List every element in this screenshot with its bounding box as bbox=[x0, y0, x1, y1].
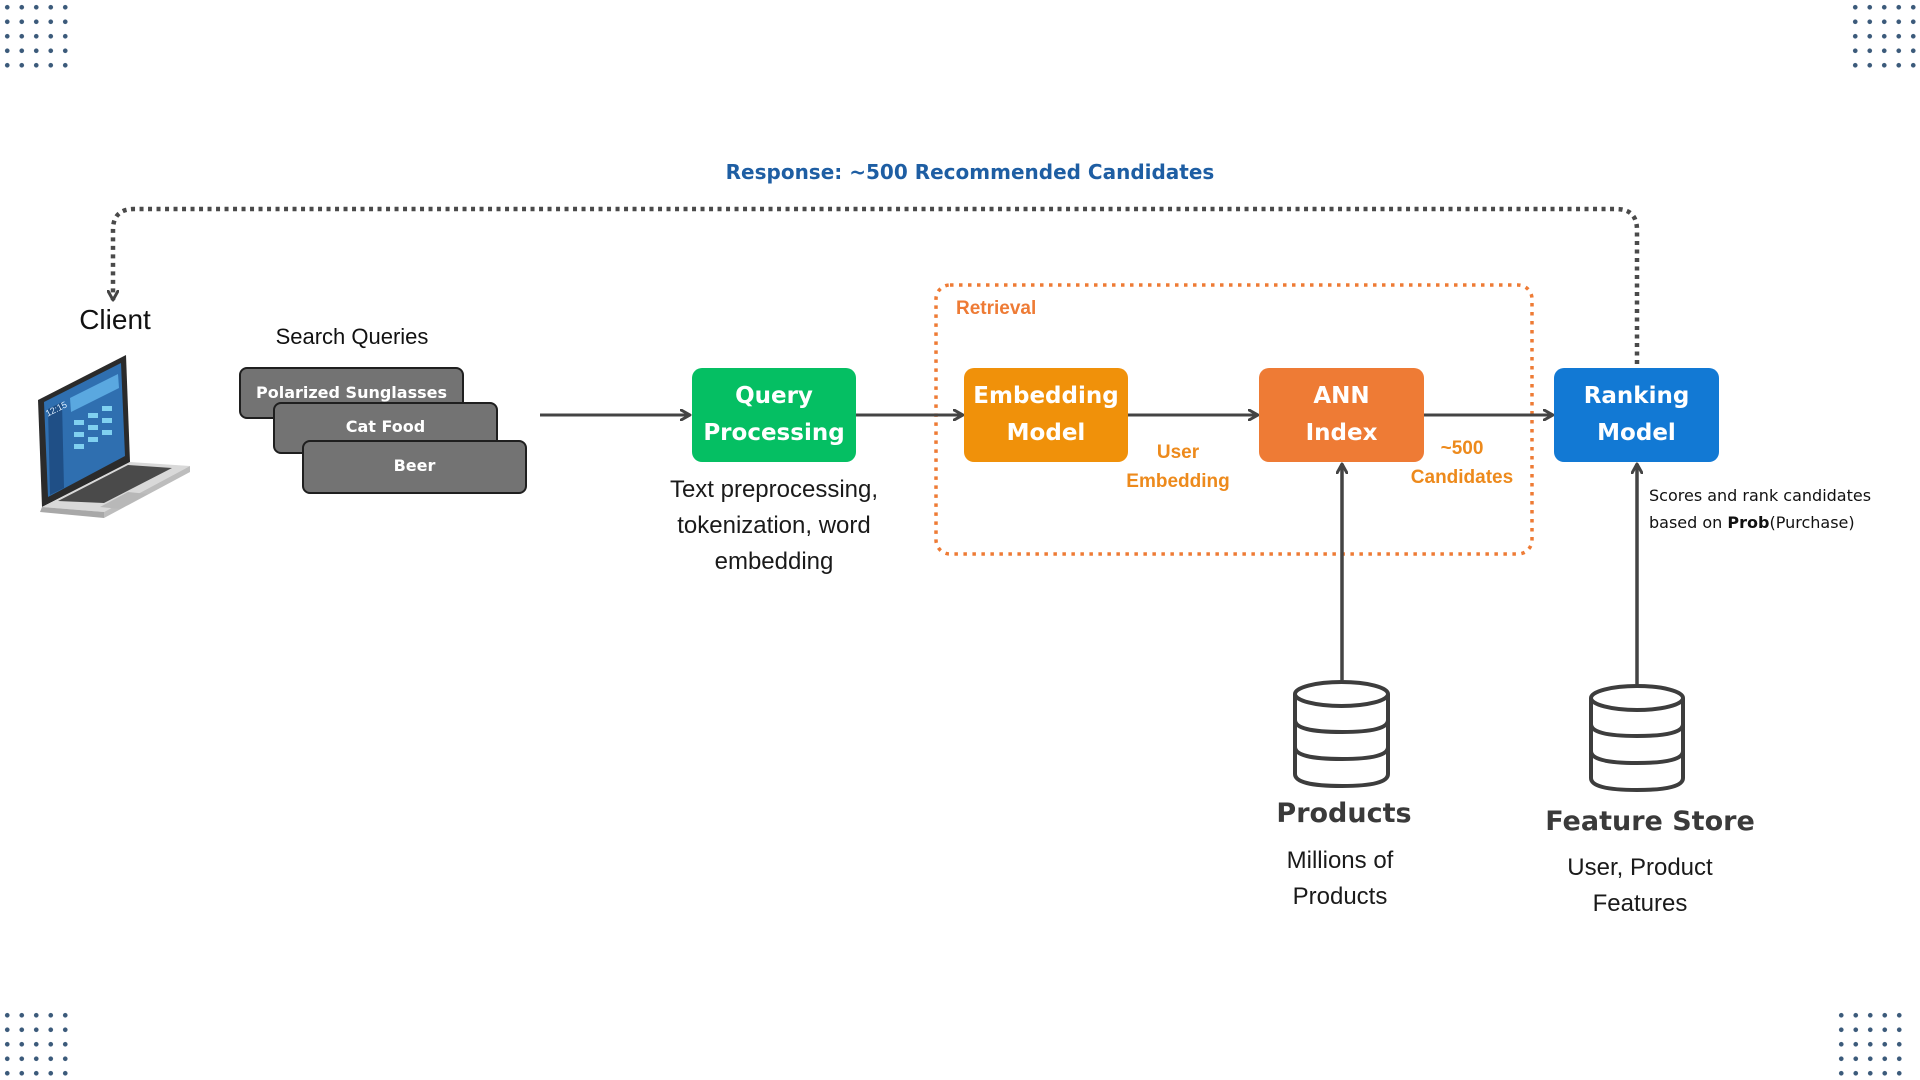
query-card: Beer bbox=[302, 440, 527, 494]
client-label: Client bbox=[79, 304, 151, 335]
query-processing-line1: Query bbox=[735, 383, 813, 409]
products-caption: Millions of Products bbox=[1220, 843, 1460, 915]
ranking-note-line2: based on Prob(Purchase) bbox=[1649, 509, 1871, 536]
embedding-model-line2: Model bbox=[1006, 420, 1086, 446]
caption-line: Millions of bbox=[1286, 847, 1394, 874]
label-line: Candidates bbox=[1410, 467, 1514, 488]
ann-index-line1: ANN bbox=[1313, 383, 1370, 409]
feature-store-caption: User, Product Features bbox=[1520, 850, 1760, 922]
response-loop-line bbox=[113, 206, 1640, 364]
label-line: ~500 bbox=[1440, 438, 1484, 459]
ranking-model-box: Ranking Model bbox=[1554, 368, 1719, 462]
database-icon bbox=[1589, 684, 1685, 793]
ann-index-line2: Index bbox=[1305, 420, 1378, 446]
feature-store-title: Feature Store bbox=[1545, 806, 1755, 837]
candidates-label: ~500 Candidates bbox=[1392, 434, 1532, 492]
label-line: User bbox=[1156, 442, 1200, 463]
corner-dots-top-left bbox=[0, 0, 72, 72]
ranking-note-prefix: based on bbox=[1649, 513, 1728, 532]
caption-line: tokenization, word bbox=[677, 512, 871, 539]
caption-line: User, Product bbox=[1567, 854, 1713, 881]
ranking-note-bold: Prob bbox=[1727, 513, 1770, 532]
ranking-model-line2: Model bbox=[1597, 420, 1676, 446]
caption-line: embedding bbox=[714, 548, 834, 575]
corner-dots-top-right bbox=[1848, 0, 1920, 72]
caption-line: Features bbox=[1592, 890, 1688, 917]
ranking-note: Scores and rank candidates based on Prob… bbox=[1649, 482, 1871, 536]
embedding-model-line1: Embedding bbox=[973, 383, 1119, 409]
database-icon bbox=[1293, 680, 1390, 789]
ranking-note-line1: Scores and rank candidates bbox=[1649, 486, 1872, 505]
query-processing-box: Query Processing bbox=[692, 368, 856, 462]
response-label: Response: ~500 Recommended Candidates bbox=[725, 160, 1215, 184]
search-queries-title: Search Queries bbox=[275, 324, 429, 349]
ranking-note-suffix: (Purchase) bbox=[1769, 513, 1855, 532]
ann-index-box: ANN Index bbox=[1259, 368, 1424, 462]
user-embedding-label: User Embedding bbox=[1106, 438, 1250, 496]
query-processing-line2: Processing bbox=[703, 420, 845, 446]
retrieval-boundary bbox=[934, 283, 1534, 556]
retrieval-label: Retrieval bbox=[956, 298, 1037, 319]
caption-line: Text preprocessing, bbox=[669, 476, 879, 503]
query-processing-caption: Text preprocessing, tokenization, word e… bbox=[640, 472, 908, 580]
caption-line: Products bbox=[1292, 883, 1388, 910]
products-title: Products bbox=[1276, 798, 1412, 829]
embedding-model-box: Embedding Model bbox=[964, 368, 1128, 462]
corner-dots-bottom-right bbox=[1834, 1008, 1906, 1080]
ranking-model-line1: Ranking bbox=[1583, 383, 1690, 409]
laptop-icon bbox=[38, 355, 190, 518]
label-line: Embedding bbox=[1126, 471, 1230, 492]
corner-dots-bottom-left bbox=[0, 1008, 72, 1080]
